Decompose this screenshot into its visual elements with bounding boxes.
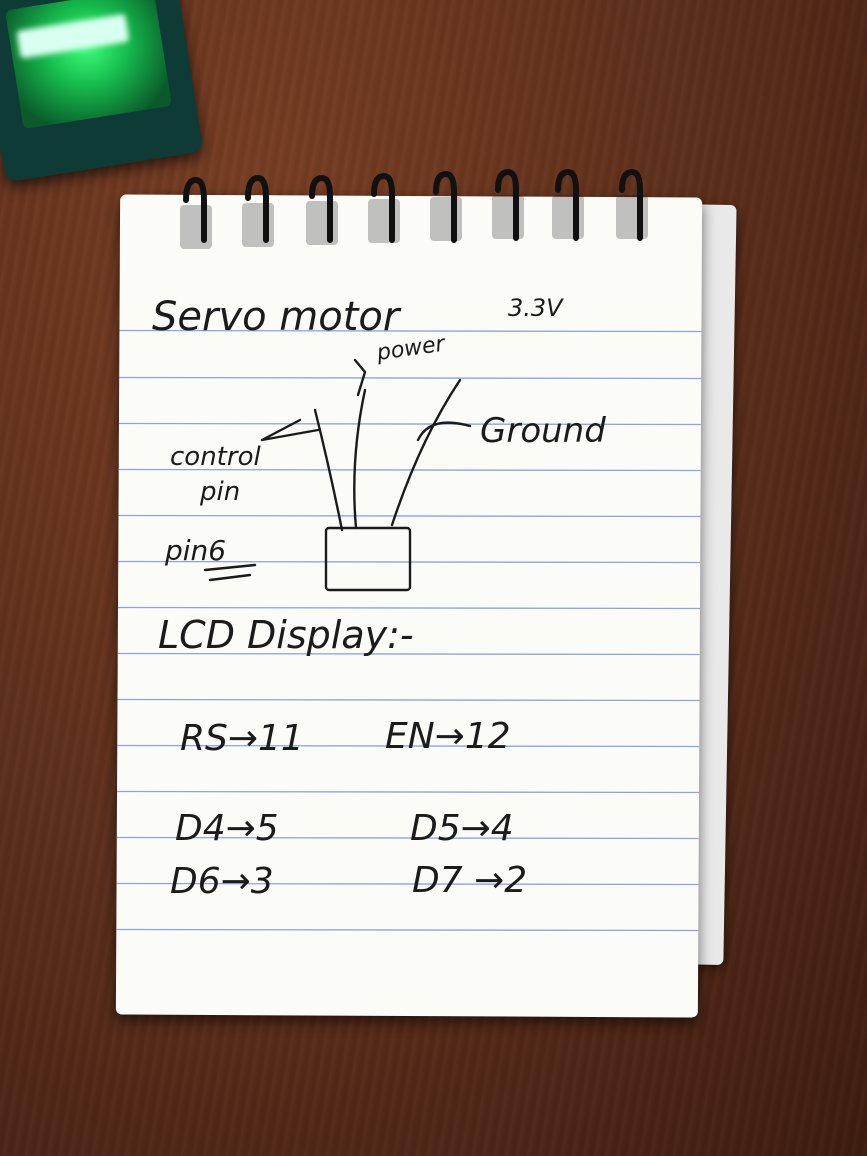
servo-diagram (203, 358, 472, 592)
rs-mapping: RS→11 (180, 718, 304, 759)
control-label: control (170, 442, 261, 472)
spiral-ring-icon (555, 168, 579, 241)
spiral-ring-icon (309, 174, 333, 243)
spiral-ring-icon (371, 172, 395, 243)
d6-mapping: D6→3 (170, 861, 274, 902)
en-mapping: EN→12 (385, 716, 511, 757)
spiral-ring-icon (183, 176, 207, 243)
title-text: Servo motor (152, 294, 402, 340)
d7-mapping: D7 →2 (412, 860, 527, 901)
spiral-ring-icon (245, 174, 269, 243)
spiral-ring-icon (433, 170, 457, 243)
notebook-page (115, 194, 703, 1018)
spiral-ring-icon (495, 168, 519, 241)
ground-label: Ground (480, 411, 606, 451)
lcd-heading: LCD Display:- (158, 613, 414, 657)
spiral-binding (180, 168, 648, 249)
control-pin-label: pin (199, 477, 240, 507)
voltage-label: 3.3V (508, 294, 564, 322)
d4-mapping: D4→5 (175, 808, 279, 849)
pin-label: pin6 (164, 534, 226, 567)
spiral-ring-icon (619, 168, 643, 241)
d5-mapping: D5→4 (410, 808, 514, 849)
ruled-lines (116, 329, 702, 932)
